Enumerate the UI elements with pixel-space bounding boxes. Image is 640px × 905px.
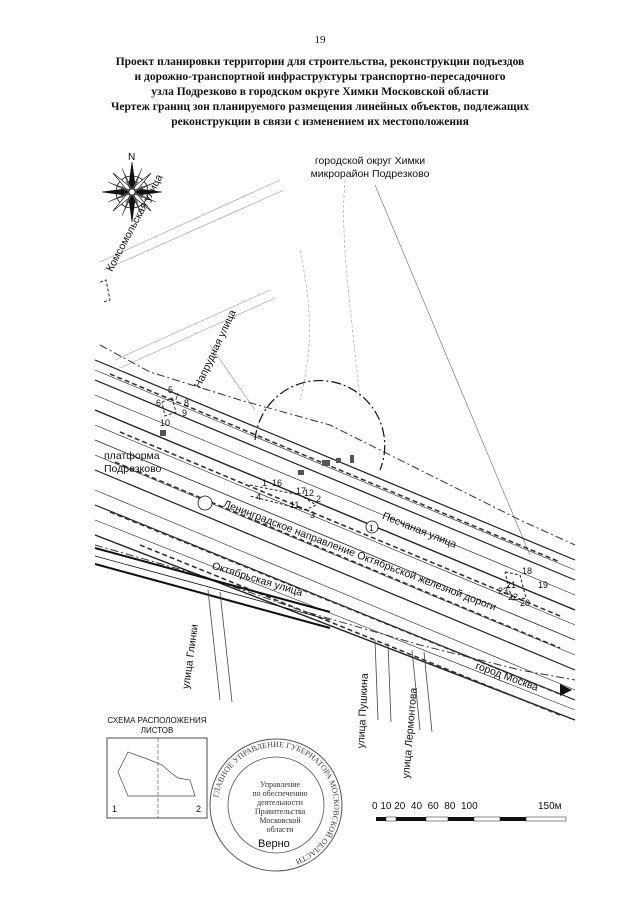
stamp-line: Московской: [259, 816, 301, 825]
boundary-points: [99, 279, 527, 601]
label-platform: платформа Подрезково: [104, 450, 161, 476]
point-number: 20: [520, 598, 531, 608]
district-boundary: [99, 344, 576, 546]
stamp-line: по обеспечению: [252, 789, 308, 798]
stamp-line: деятельности: [257, 798, 303, 807]
title-line: Проект планировки территории для строите…: [115, 56, 525, 68]
zone-boundary-south: [94, 544, 576, 681]
point-number: 12: [304, 488, 315, 498]
title-line: реконструкции в связи с изменением их ме…: [171, 116, 469, 128]
point-number: 18: [522, 566, 533, 576]
compass-rose-icon: N: [101, 152, 163, 223]
track-hatching: [109, 373, 561, 716]
compass-north-label: N: [128, 152, 135, 163]
point-number: 1: [262, 478, 268, 488]
point-number: 19: [538, 580, 549, 590]
page-number: 19: [314, 34, 326, 46]
point-number: 6: [156, 398, 162, 408]
sheet-number: 1: [112, 804, 118, 814]
scale-bar: [376, 816, 567, 822]
sheet-number: 2: [196, 804, 202, 814]
point-number: 2: [316, 494, 322, 504]
sheet-scheme-frame: [106, 737, 208, 819]
sheet-scheme-title: СХЕМА РАСПОЛОЖЕНИЯ ЛИСТОВ: [107, 716, 207, 735]
label-platform-line: Подрезково: [104, 463, 162, 475]
point-number: 16: [272, 478, 283, 488]
point-number: 4: [256, 492, 262, 502]
stamp-line: области: [266, 825, 294, 834]
point-number: 21: [506, 580, 517, 590]
sheet-scheme-outline: [117, 751, 196, 797]
label-platform-line: платформа: [104, 450, 160, 462]
point-number: 23: [498, 586, 509, 596]
point-number: 5: [168, 385, 174, 395]
point-number: 9: [182, 408, 188, 418]
pedestrian-crossing-marker: [197, 495, 213, 511]
point-number: 22: [508, 592, 519, 602]
title-line: и дорожно-транспортной инфраструктуры тр…: [134, 71, 506, 83]
stamp-inner-text: Управление по обеспечению деятельности П…: [248, 780, 312, 834]
zone-marker-circle: [365, 520, 379, 534]
official-stamp: ГЛАВНОЕ УПРАВЛЕНИЕ ГУБЕРНАТОРА МОСКОВСКО…: [209, 738, 343, 872]
cross-streets-south: [207, 589, 433, 733]
district-line: городской округ Химки: [314, 155, 426, 167]
district-line: микрорайон Подрезково: [310, 168, 430, 180]
minor-roads: [99, 179, 531, 556]
stamp-line: Управление: [259, 780, 301, 789]
planning-zone-circle: [254, 380, 386, 471]
oktyabrskaya-road: [94, 547, 331, 629]
stamp-verified: Верно: [258, 838, 290, 850]
title-line: Чертеж границ зон планируемого размещени…: [110, 101, 530, 113]
document-title: Проект планировки территории для строите…: [80, 55, 560, 130]
point-number: 10: [160, 418, 171, 428]
scale-ticks: 0 10 20 40 60 80 100: [372, 801, 478, 812]
point-number: 7: [174, 392, 180, 402]
stamp-line: Правительства: [254, 807, 306, 816]
moscow-direction-arrow: [560, 684, 572, 696]
scale-end-label: 150м: [538, 801, 562, 812]
district-label: городской округ Химки микрорайон Подрезк…: [285, 155, 455, 181]
railway-tracks: [94, 359, 576, 721]
point-number: 11: [290, 500, 300, 510]
buildings: [160, 430, 354, 475]
point-number: 8: [184, 398, 190, 408]
title-line: узла Подрезково в городском округе Химки…: [151, 86, 489, 98]
point-number: 17: [296, 486, 307, 496]
point-number: 3: [310, 510, 316, 520]
zone-marker-label: 1: [369, 524, 374, 533]
